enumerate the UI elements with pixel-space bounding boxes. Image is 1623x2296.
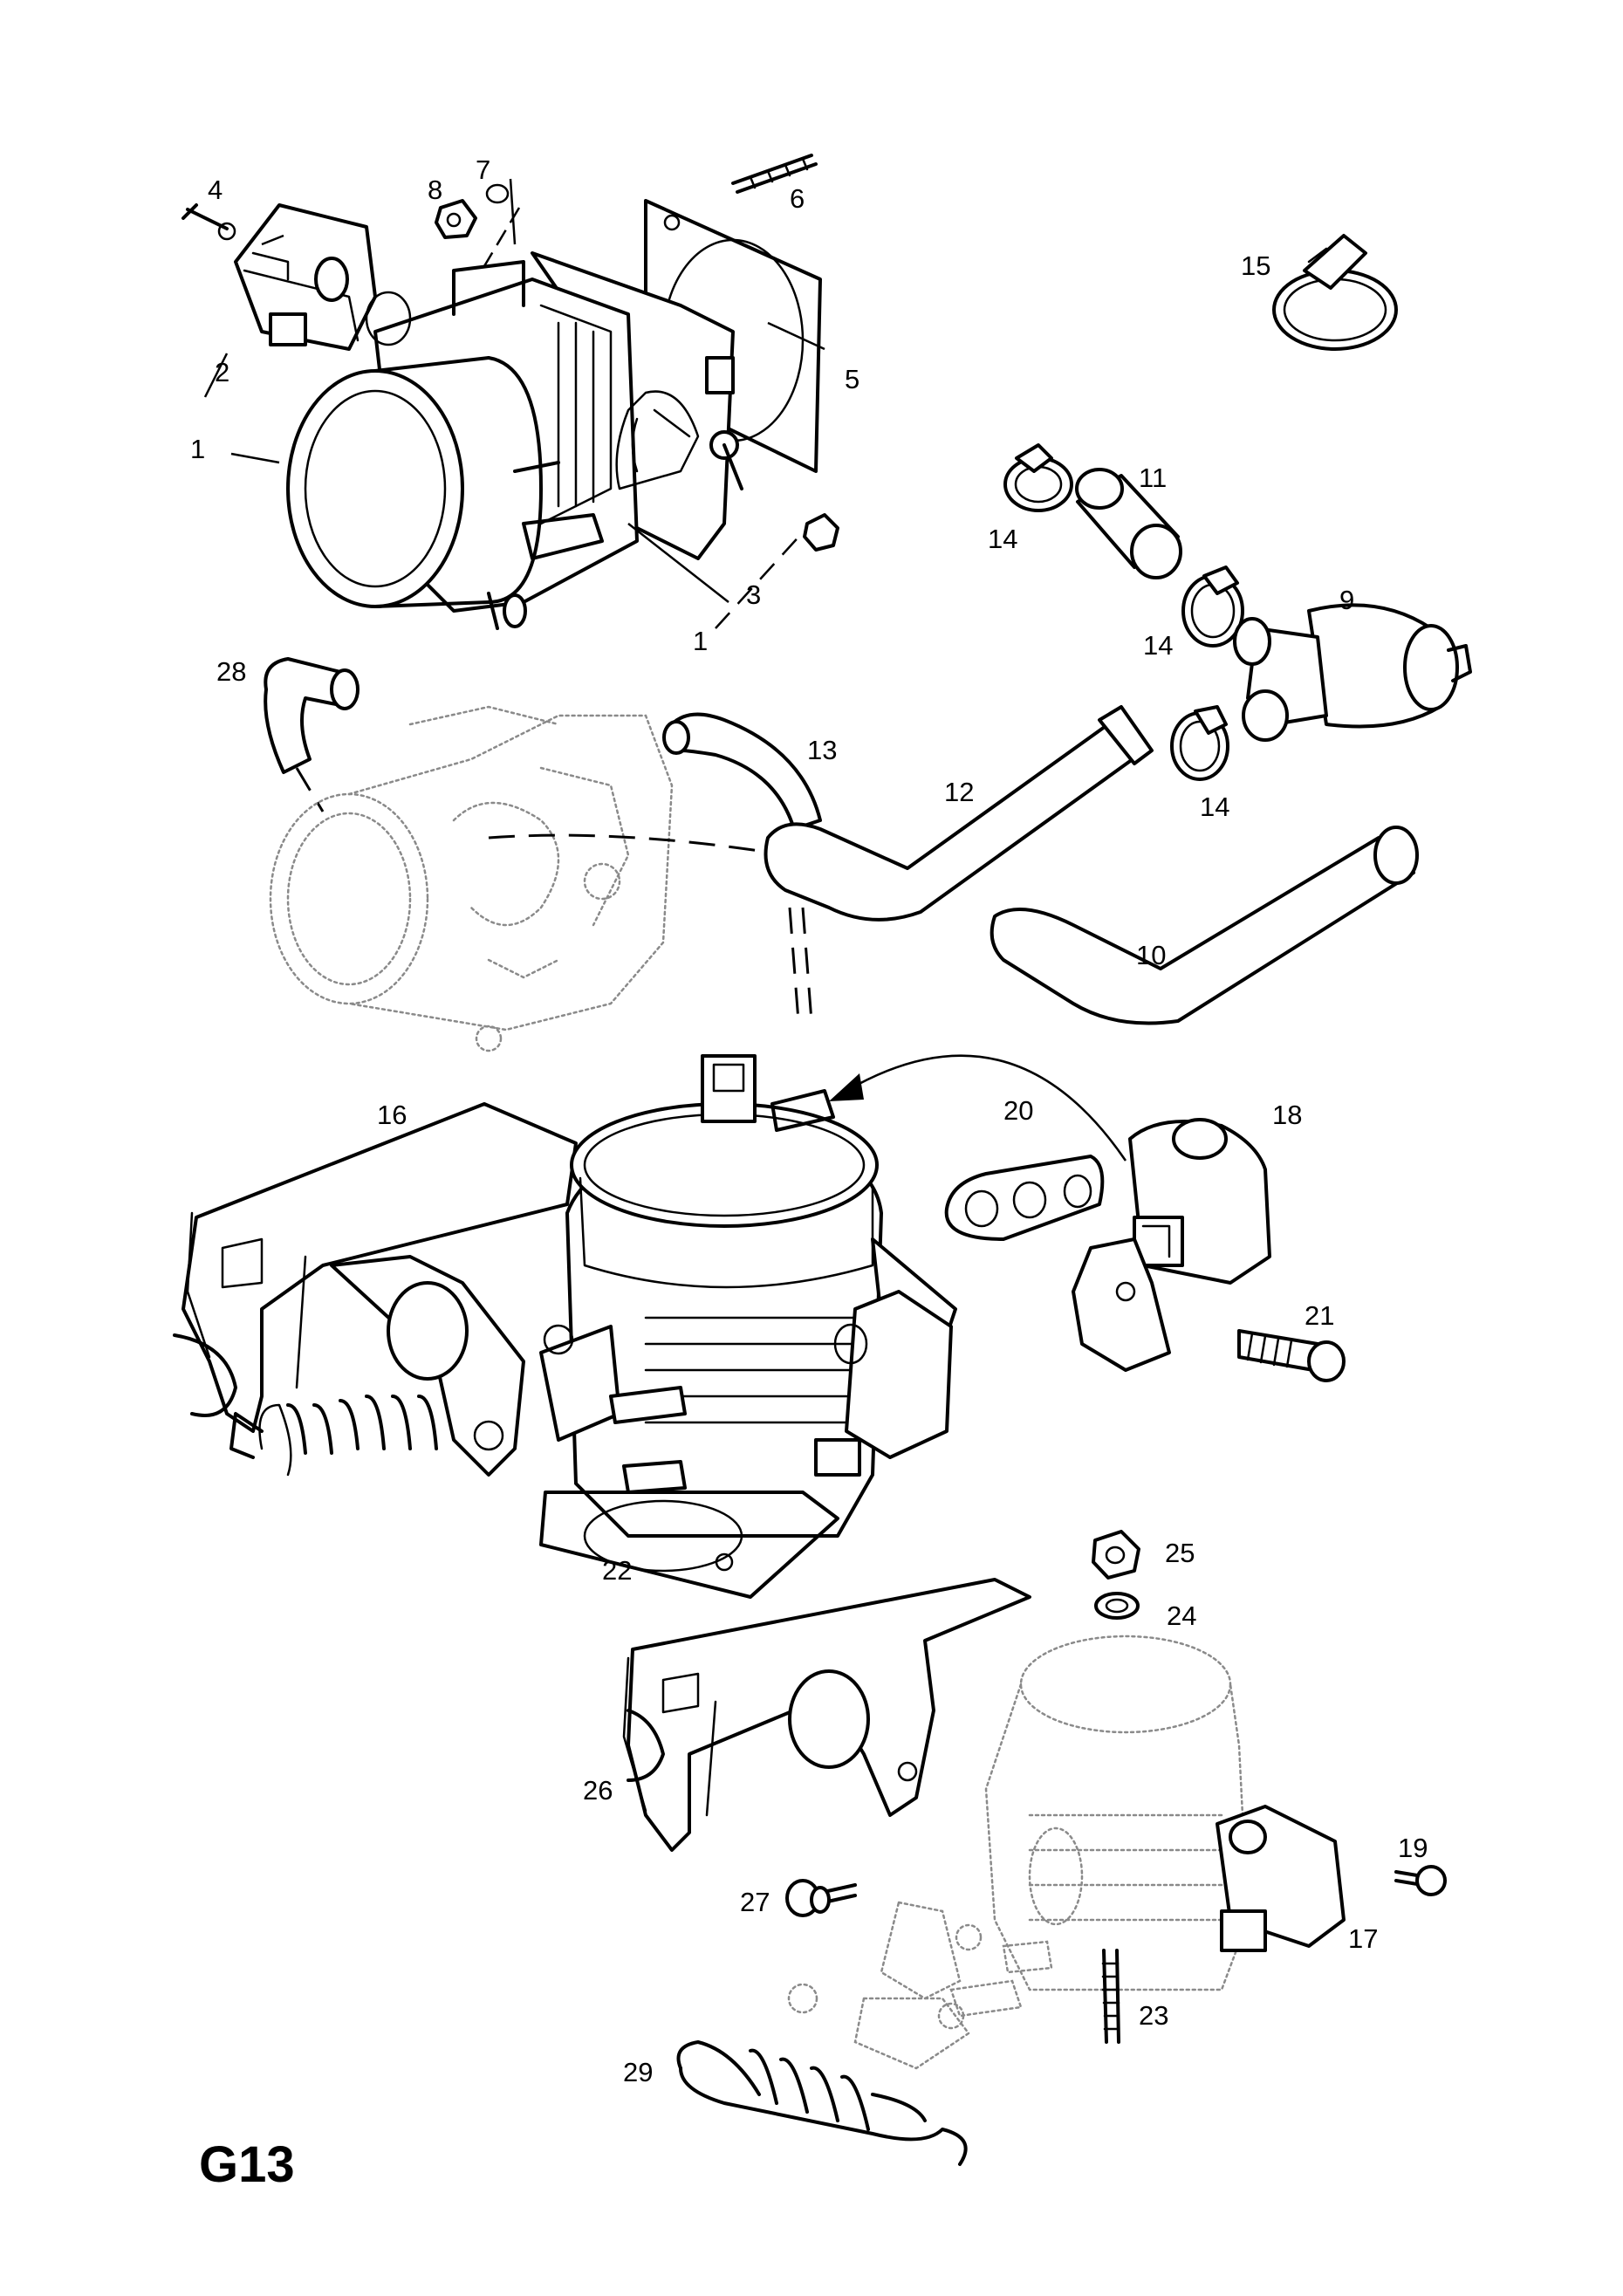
label-part-15: 15	[1241, 250, 1270, 281]
leader-lines	[203, 178, 825, 629]
label-part-14: 14	[1200, 792, 1229, 822]
hose-12	[764, 723, 1140, 922]
label-part-4: 4	[208, 175, 223, 205]
nut-icon	[803, 513, 839, 552]
hose-10	[990, 836, 1415, 1025]
nut-icon	[435, 199, 477, 239]
label-part-3: 3	[746, 579, 761, 610]
hose-short	[1075, 468, 1182, 579]
throttle-body-assembly	[286, 199, 822, 630]
idle-air-valve	[1233, 603, 1472, 742]
hose-28	[264, 657, 351, 774]
label-part-19: 19	[1398, 1833, 1428, 1863]
label-part-5: 5	[845, 364, 859, 394]
idle-control-valve	[1072, 1118, 1271, 1372]
hose-clamp	[1181, 565, 1244, 648]
hose-clamp	[1272, 234, 1398, 351]
label-part-11: 11	[1139, 463, 1167, 493]
stud-icon	[1101, 1949, 1120, 2044]
label-part-9: 9	[1339, 585, 1354, 615]
label-part-7: 7	[476, 154, 490, 185]
ghost-throttle-body	[269, 705, 674, 1052]
label-part-10: 10	[1136, 940, 1166, 970]
label-part-22: 22	[602, 1555, 632, 1586]
label-part-21: 21	[1305, 1300, 1334, 1331]
screw-icon	[1394, 1865, 1447, 1896]
hose-clamp	[1170, 705, 1229, 781]
label-part-24: 24	[1167, 1600, 1196, 1631]
bracket-26	[622, 1578, 1031, 1852]
washer-icon	[1094, 1592, 1140, 1620]
label-part-27: 27	[740, 1887, 770, 1917]
washer-icon	[485, 183, 510, 204]
return-spring	[676, 2040, 968, 2166]
screw-icon	[785, 1879, 857, 1917]
label-part-26: 26	[583, 1775, 613, 1806]
label-part-6: 6	[790, 183, 805, 214]
ghost-throttle-body	[787, 1635, 1250, 2070]
nut-icon	[1092, 1530, 1140, 1580]
page-code: G13	[199, 2136, 295, 2193]
label-part-2: 2	[215, 357, 229, 387]
label-part-1: 1	[693, 626, 708, 656]
label-part-1: 1	[190, 434, 205, 464]
label-part-25: 25	[1165, 1538, 1195, 1568]
gasket-20	[944, 1155, 1105, 1241]
label-part-29: 29	[623, 2057, 653, 2087]
label-part-18: 18	[1272, 1100, 1302, 1130]
label-part-20: 20	[1003, 1095, 1033, 1126]
label-part-16: 16	[377, 1100, 407, 1130]
direction-arrow	[846, 1054, 1127, 1162]
label-part-17: 17	[1348, 1923, 1378, 1954]
label-part-28: 28	[216, 656, 246, 687]
screw-icon	[181, 203, 229, 230]
stud-icon	[731, 154, 818, 194]
screw-icon	[1237, 1329, 1346, 1382]
throttle-position-sensor	[1216, 1805, 1346, 1952]
label-part-23: 23	[1139, 2000, 1168, 2031]
hose-clamp	[1003, 443, 1073, 512]
throttle-body-16	[173, 1054, 957, 1599]
label-part-13: 13	[807, 735, 837, 765]
label-part-14: 14	[1143, 630, 1173, 661]
label-part-8: 8	[428, 175, 442, 205]
hose-13	[670, 712, 822, 831]
label-part-12: 12	[944, 777, 974, 807]
label-part-14: 14	[988, 524, 1017, 554]
